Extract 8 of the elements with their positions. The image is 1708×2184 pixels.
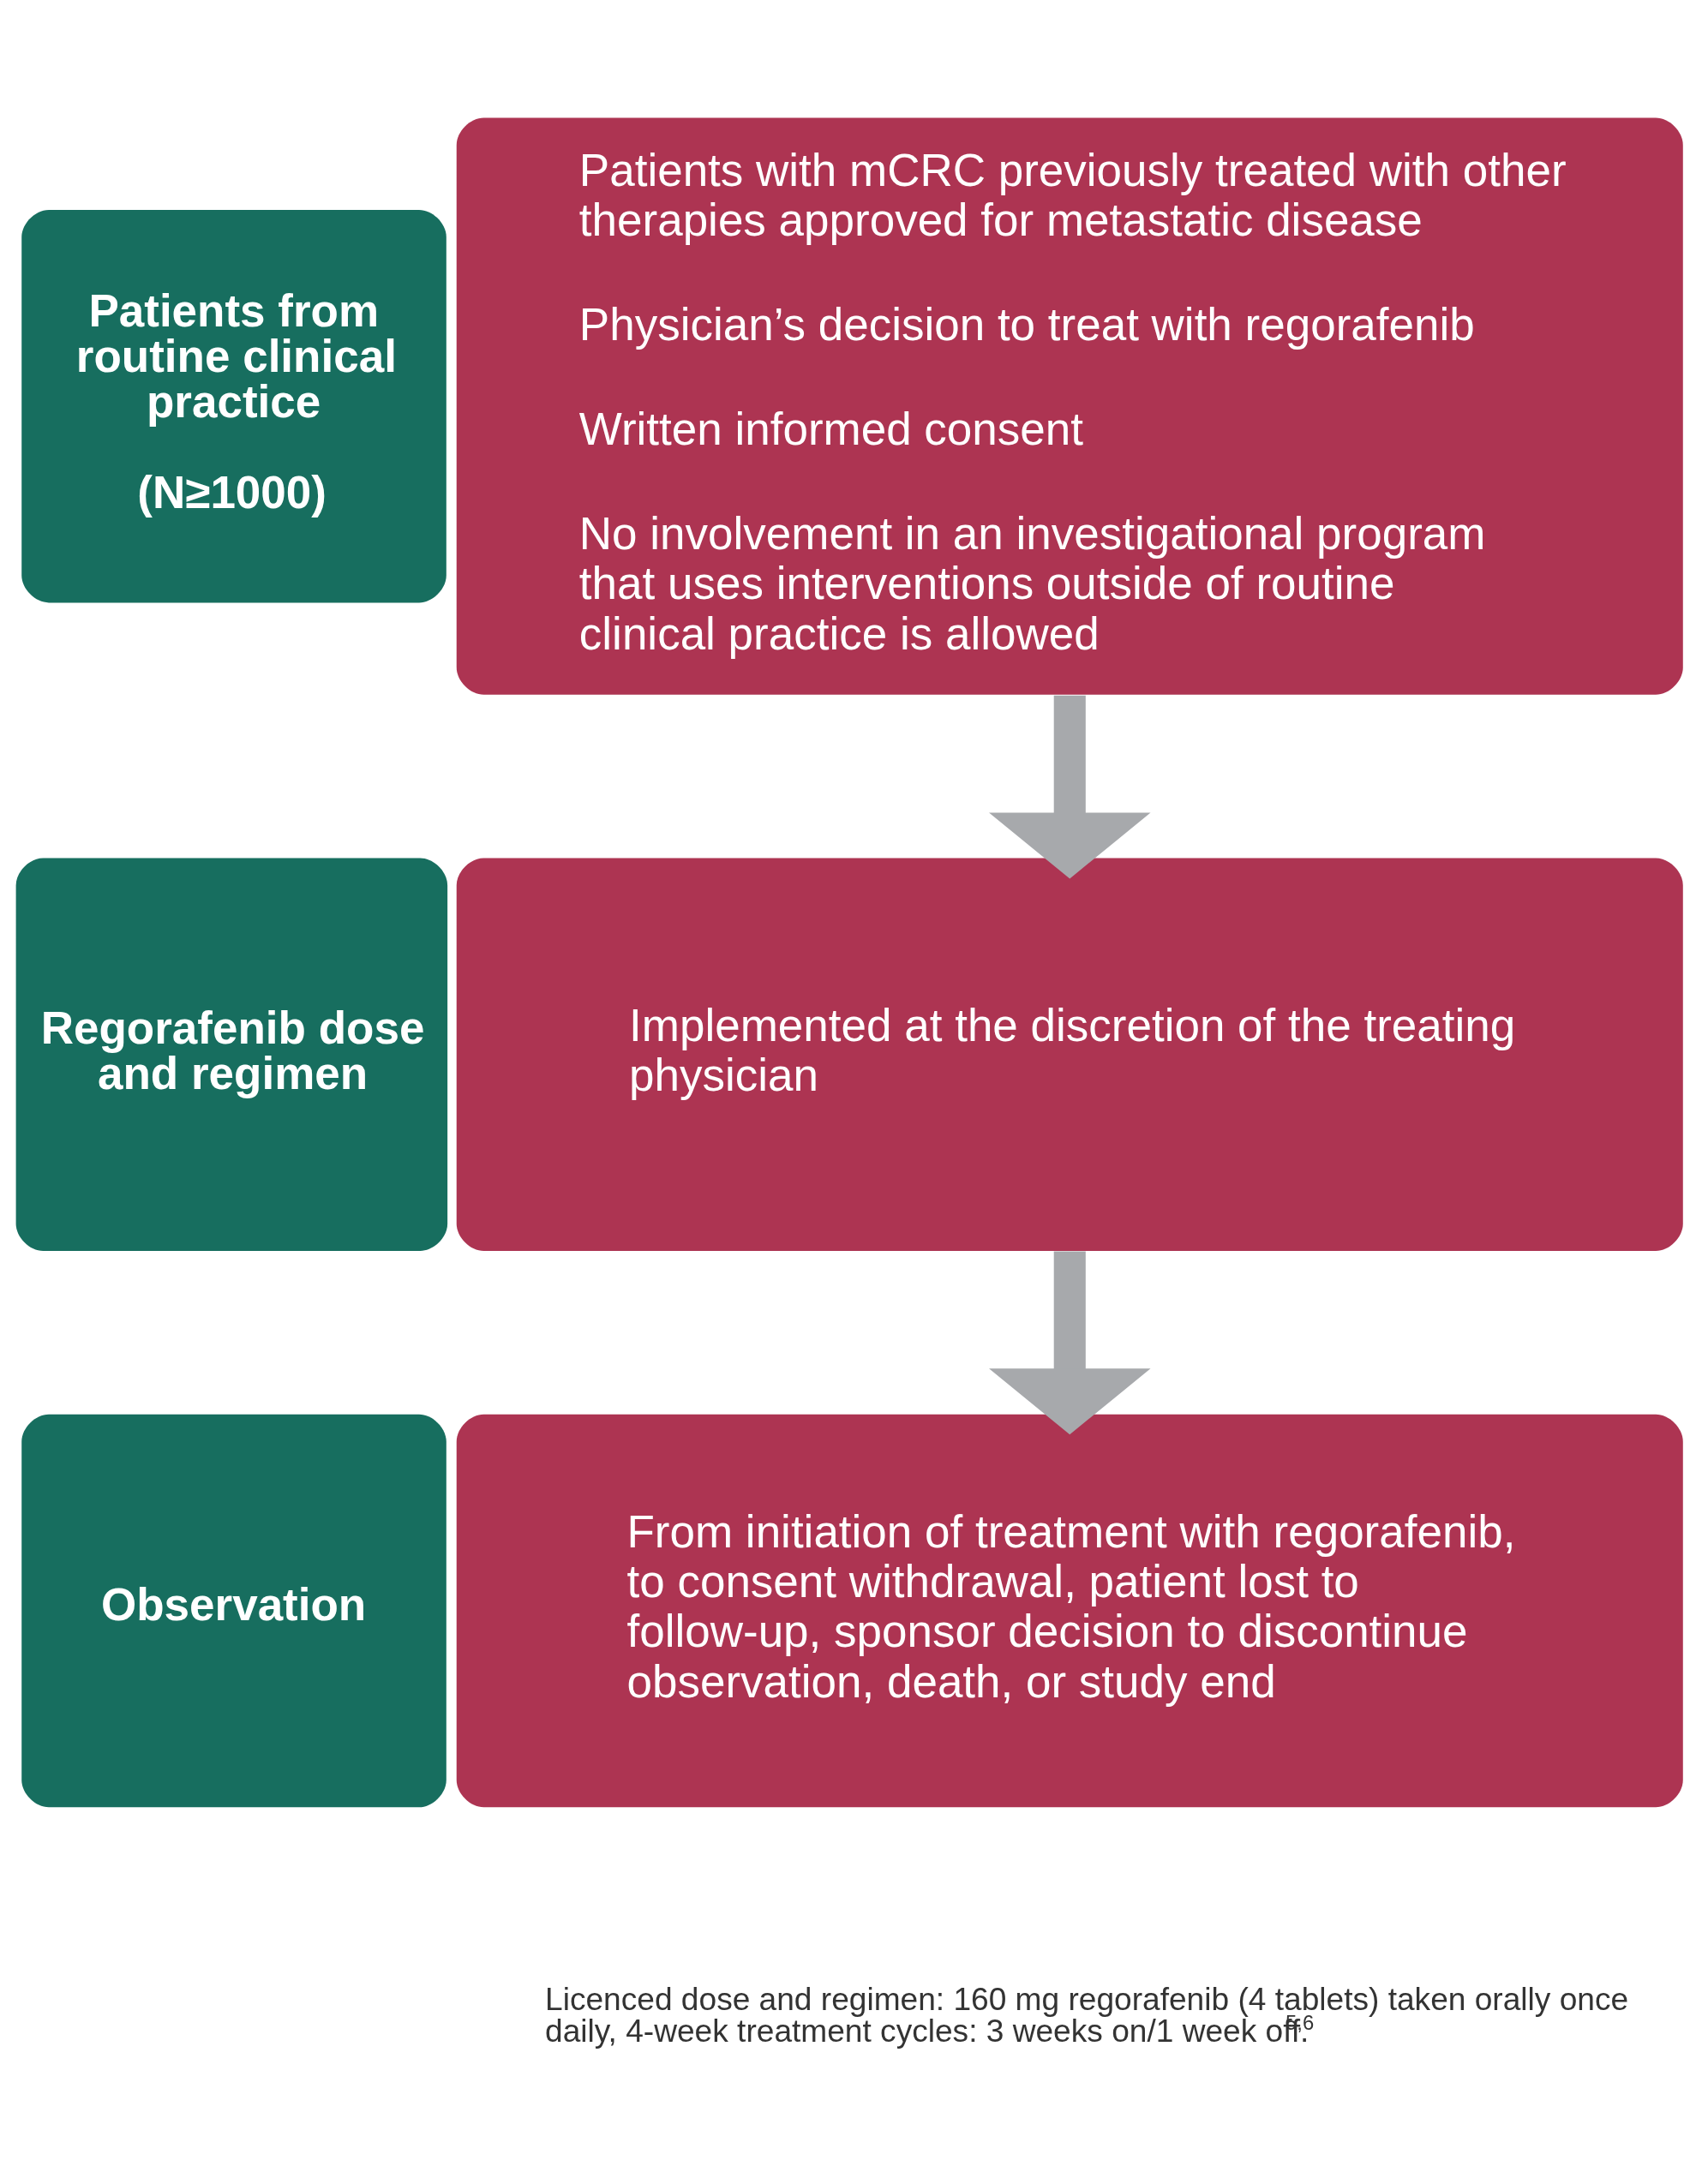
- node-box: Patients with mCRC previously treated with other therapies approved for metastatic disease Physician’s decision to treat with regorafenib Written informed consent No involvement in an investigational program that uses interventions outside of routine clinical practice is allowed: [456, 117, 1683, 695]
- arrow: [989, 1251, 1151, 1435]
- node-box: From initiation of treatment with regorafenib, to consent withdrawal, patient lost to follow-up, sponsor decision to discontinue observation, death, or study end: [456, 1414, 1683, 1808]
- node-box: Implemented at the discretion of the treating physician: [456, 858, 1683, 1251]
- node-box: Patients from routine clinical practice (N≥1000): [21, 209, 446, 603]
- arrow: [989, 695, 1151, 879]
- node-box: Observation: [21, 1414, 446, 1808]
- node-box: Regorafenib dose and regimen: [15, 858, 448, 1251]
